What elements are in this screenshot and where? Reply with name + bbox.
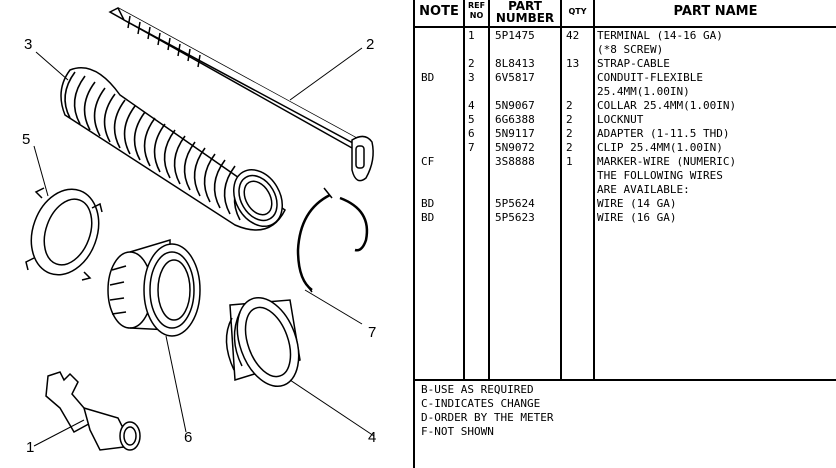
part-number-cell: 3S8888 [495,155,535,168]
column-divider [463,0,465,380]
legend-line: C-INDICATES CHANGE [421,397,541,410]
exploded-parts-drawing [25,7,375,451]
terminal-drawing [45,371,141,451]
table-row: 7 5N9072 2 CLIP 25.4MM(1.00IN) [413,141,836,155]
legend-line: B-USE AS REQUIRED [421,383,534,396]
part-name-cell: ARE AVAILABLE: [597,183,690,196]
part-name-cell: STRAP-CABLE [597,57,670,70]
table-row: 5 6G6388 2 LOCKNUT [413,113,836,127]
qty-cell: 1 [566,155,573,168]
table-row: 1 5P1475 42 TERMINAL (14-16 GA) [413,29,836,43]
ref-cell: 1 [468,29,475,42]
part-name-cell: WIRE (14 GA) [597,197,677,210]
table-border-left [413,0,415,468]
table-row: THE FOLLOWING WIRES [413,169,836,183]
part-name-cell: MARKER-WIRE (NUMERIC) [597,155,737,168]
table-row: ARE AVAILABLE: [413,183,836,197]
table-row: BD 5P5623 WIRE (16 GA) [413,211,836,225]
callout-3: 3 [24,36,33,53]
locknut-drawing [25,187,103,281]
part-name-cell: ADAPTER (1-11.5 THD) [597,127,730,140]
table-row: CF 3S8888 1 MARKER-WIRE (NUMERIC) [413,155,836,169]
ref-cell: 2 [468,57,475,70]
part-number-cell: 5N9067 [495,99,535,112]
header-part: PART [508,0,542,13]
note-cell: BD [421,71,435,84]
part-name-cell: THE FOLLOWING WIRES [597,169,723,182]
part-name-cell: CLIP 25.4MM(1.00IN) [597,141,723,154]
note-cell: BD [421,197,435,210]
part-number-cell: 5P5623 [495,211,535,224]
callout-5: 5 [22,131,31,148]
part-name-cell: TERMINAL (14-16 GA) [597,29,723,42]
callout-2: 2 [366,36,375,53]
table-row: 4 5N9067 2 COLLAR 25.4MM(1.00IN) [413,99,836,113]
callout-1: 1 [26,439,35,456]
parts-table: NOTE REF NO PART NUMBER QTY PART NAME 1 … [413,0,836,468]
header-number: NUMBER [495,11,555,25]
column-divider [488,0,490,380]
part-number-cell: 5P5624 [495,197,535,210]
ref-cell: 7 [468,141,475,154]
clip-drawing [296,187,369,293]
qty-cell: 42 [566,29,580,42]
note-cell: CF [421,155,435,168]
part-name-cell: 25.4MM(1.00IN) [597,85,690,98]
qty-cell: 2 [566,127,573,140]
part-number-cell: 6V5817 [495,71,535,84]
qty-cell: 13 [566,57,580,70]
note-cell: BD [421,211,435,224]
part-name-cell: CONDUIT-FLEXIBLE [597,71,703,84]
part-name-cell: COLLAR 25.4MM(1.00IN) [597,99,737,112]
callout-4: 4 [368,429,377,446]
ref-cell: 4 [468,99,475,112]
cable-strap-drawing [108,7,374,182]
adapter-drawing [107,238,201,337]
collar-drawing [225,296,301,388]
part-number-cell: 5N9072 [495,141,535,154]
part-name-cell: (*8 SCREW) [597,43,664,56]
callout-7: 7 [368,324,377,341]
legend-line: F-NOT SHOWN [421,425,494,438]
table-row: 2 8L8413 13 STRAP-CABLE [413,57,836,71]
callout-6: 6 [184,429,193,446]
part-name-cell: LOCKNUT [597,113,644,126]
part-number-cell: 5N9117 [495,127,535,140]
ref-cell: 5 [468,113,475,126]
header-ref: REF [467,1,486,10]
legend-rule [413,379,836,381]
table-row: 6 5N9117 2 ADAPTER (1-11.5 THD) [413,127,836,141]
part-number-cell: 5P1475 [495,29,535,42]
header-qty: QTY [568,7,587,16]
qty-cell: 2 [566,141,573,154]
flexible-conduit-drawing [60,67,286,231]
legend-line: D-ORDER BY THE METER [421,411,554,424]
header-note: NOTE [419,4,459,19]
qty-cell: 2 [566,113,573,126]
ref-cell: 3 [468,71,475,84]
table-row: BD 3 6V5817 CONDUIT-FLEXIBLE [413,71,836,85]
header-part-name: PART NAME [673,4,758,19]
part-number-cell: 8L8413 [495,57,535,70]
table-row: 25.4MM(1.00IN) [413,85,836,99]
column-divider [593,0,595,380]
ref-cell: 6 [468,127,475,140]
parts-illustration: 3 2 5 7 4 6 1 [0,0,414,468]
leader-lines [33,47,375,447]
table-row: (*8 SCREW) [413,43,836,57]
column-divider [560,0,562,380]
part-number-cell: 6G6388 [495,113,535,126]
part-name-cell: WIRE (16 GA) [597,211,677,224]
table-row: BD 5P5624 WIRE (14 GA) [413,197,836,211]
header-rule [413,26,836,28]
header-no: NO [469,11,484,20]
qty-cell: 2 [566,99,573,112]
